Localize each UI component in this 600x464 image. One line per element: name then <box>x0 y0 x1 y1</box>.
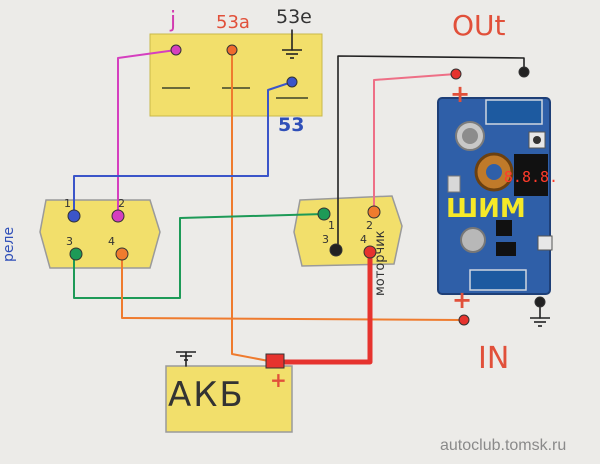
out-plus-sign: + <box>450 80 471 108</box>
battery-body <box>165 365 293 433</box>
wires <box>73 29 541 367</box>
terminal-in-plus <box>458 314 470 326</box>
wire-blue-53 <box>73 81 293 215</box>
relay-block <box>39 199 161 269</box>
relay-body <box>39 199 161 269</box>
led-display-digits: 8.8.8. <box>504 168 558 186</box>
ground-symbols <box>176 49 550 361</box>
chip <box>496 242 516 256</box>
battery-block <box>165 365 293 433</box>
motor-pin-label-2: 2 <box>366 219 373 232</box>
label-53e: 53e <box>276 6 312 28</box>
label-shim: ШИМ <box>446 194 526 224</box>
pwm-board: 8.8.8. <box>437 97 558 295</box>
label-out: OUt <box>452 9 506 42</box>
motor-pin-2 <box>367 205 381 219</box>
capacitor <box>460 227 486 253</box>
motor-pin-label-4: 4 <box>360 233 367 246</box>
motor-pin-label-1: 1 <box>328 219 335 232</box>
wire-black-out <box>337 55 525 251</box>
wire-pink-out <box>373 73 457 213</box>
label-akb: АКБ <box>168 375 245 415</box>
in-plus-sign: + <box>452 286 473 314</box>
battery-plus-sign: + <box>270 368 287 392</box>
label-53a: 53a <box>216 12 250 33</box>
relay-pin-label-1: 1 <box>64 197 71 210</box>
label-rele: реле <box>1 226 17 262</box>
potentiometer <box>447 175 461 193</box>
motor-pin-4 <box>363 245 377 259</box>
relay-pin-1 <box>67 209 81 223</box>
terminal-out-minus <box>518 66 530 78</box>
inductor-core <box>486 164 502 180</box>
motor-pin-3 <box>329 243 343 257</box>
terminal-out-plus <box>450 68 462 80</box>
ground-icon <box>176 351 196 361</box>
relay-pin-3 <box>69 247 83 261</box>
label-motorchik: моторчик <box>373 230 388 296</box>
terminal-in-minus <box>534 296 546 308</box>
relay-pin-4 <box>115 247 129 261</box>
label-in: IN <box>478 341 510 376</box>
terminal-53a <box>226 44 238 56</box>
relay-pin-label-3: 3 <box>66 235 73 248</box>
label-j: j <box>170 8 177 33</box>
wire-orange-53a <box>231 49 275 363</box>
terminal-battery-plus <box>265 353 285 369</box>
terminal-j <box>170 44 182 56</box>
led-display <box>514 154 548 196</box>
terminal-53 <box>286 76 298 88</box>
capacitor-top <box>462 128 478 144</box>
push-button <box>537 235 553 251</box>
ground-icon <box>530 317 550 327</box>
relay-pin-label-2: 2 <box>118 197 125 210</box>
watermark: autoclub.tomsk.ru <box>440 437 567 454</box>
wire-red-battery <box>271 249 373 365</box>
wire-orange-in <box>121 253 463 321</box>
motor-pin-1 <box>317 207 331 221</box>
wire-green <box>73 213 325 299</box>
output-terminal-block <box>485 99 543 125</box>
chip <box>496 220 512 236</box>
push-button-cap <box>533 136 541 144</box>
ground-icon <box>282 49 302 59</box>
wire-magenta <box>117 49 177 215</box>
label-53: 53 <box>278 114 305 136</box>
relay-pin-2 <box>111 209 125 223</box>
terminals <box>67 44 546 369</box>
input-terminal-block <box>469 269 527 291</box>
motor-pin-label-3: 3 <box>322 233 329 246</box>
relay-pin-label-4: 4 <box>108 235 115 248</box>
